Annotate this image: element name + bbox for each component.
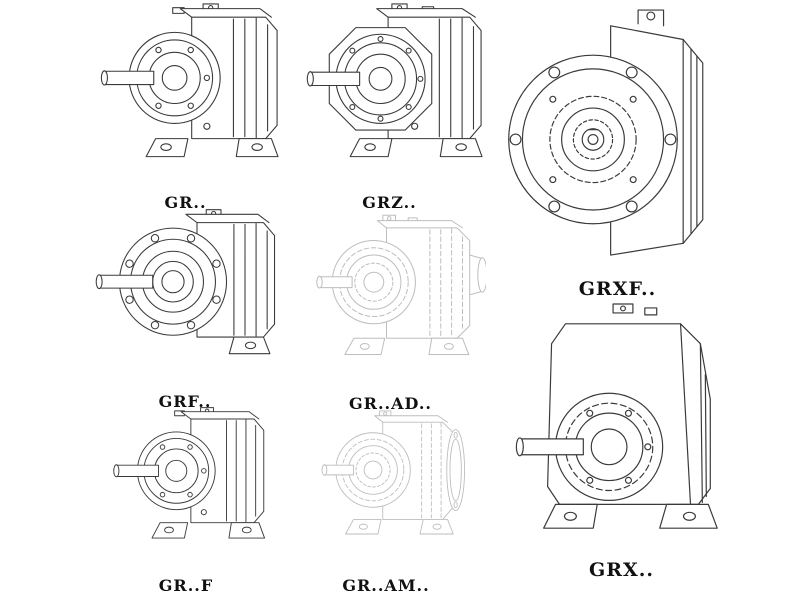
gearbox-drawing-gr-ad [296, 208, 486, 388]
gearbox-drawing-gr-am [305, 406, 467, 564]
gearbox-drawing-gr-f [105, 406, 267, 564]
figure-label-gr-ad: GR..AD.. [349, 394, 432, 413]
figure-label-grxf: GRXF.. [578, 278, 657, 300]
figure-grxf: GRXF.. [490, 2, 745, 300]
figure-grf: GRF.. [80, 206, 290, 411]
figure-grz: GRZ.. [292, 2, 487, 212]
gearbox-drawing-grxf [495, 2, 740, 272]
figure-gr-ad: GR..AD.. [288, 208, 493, 413]
figure-gr-f: GR..F [90, 406, 282, 595]
gearbox-drawing-gr [91, 2, 281, 187]
figure-label-gr-am: GR..AM.. [342, 576, 430, 595]
figure-gr: GR.. [88, 2, 283, 212]
gearbox-drawing-grz [295, 2, 485, 187]
figure-label-grf: GRF.. [158, 392, 212, 411]
figure-label-gr-f: GR..F [158, 576, 214, 595]
figure-label-grz: GRZ.. [362, 193, 417, 212]
gearbox-drawing-grx [498, 300, 746, 553]
gearbox-drawing-grf [88, 206, 282, 386]
figure-label-grx: GRX.. [589, 559, 654, 581]
figure-grx: GRX.. [494, 300, 749, 581]
figure-gr-am: GR..AM.. [288, 406, 484, 595]
figure-label-gr: GR.. [164, 193, 207, 212]
